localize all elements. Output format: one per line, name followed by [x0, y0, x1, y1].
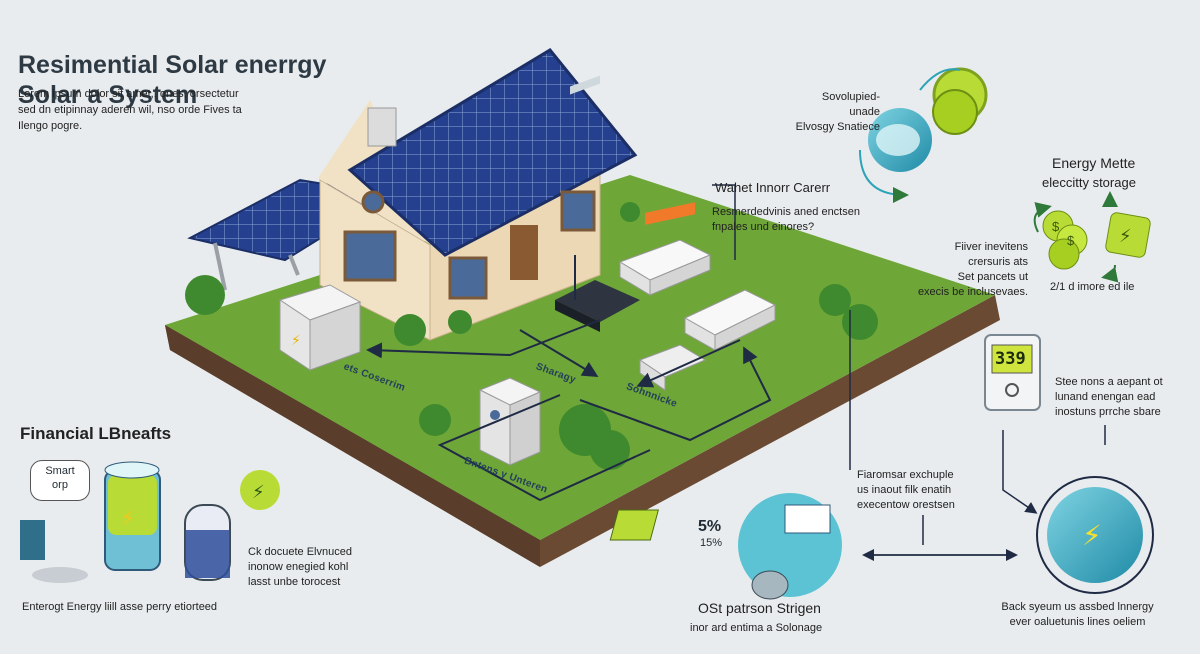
title-line-2: Solar a System: [18, 81, 198, 109]
smart-meter-device: [984, 334, 1041, 411]
financial-footer: Enterogt Energy liill asse perry etiorte…: [22, 601, 218, 613]
flow-note-desc: Fiaromsar exchuple us inaout filk enatih…: [857, 469, 955, 511]
energy-meter-desc: Fiiver inevitens crersuris ats Set pance…: [917, 241, 1028, 298]
storage-icons: [859, 67, 988, 203]
svg-text:$: $: [1052, 219, 1060, 234]
svg-text:$: $: [1067, 233, 1075, 248]
storage-panel-text: Sovolupied- unade Elvosgy Snatiece: [795, 91, 880, 133]
cost-pct-1: 5%: [698, 518, 722, 535]
cost-section-title: OSt patrson Strigen: [698, 600, 821, 616]
financial-benefits-title: Financial LBneafts: [20, 424, 172, 443]
title-line-1: Resimential Solar enerrgy: [18, 51, 327, 79]
svg-text:⚡: ⚡: [252, 482, 265, 502]
home-battery: [478, 377, 542, 466]
house: [318, 48, 638, 341]
coin-icons: $ $ ⚡: [1033, 191, 1151, 283]
svg-text:⚡: ⚡: [121, 508, 135, 530]
cost-section-subtitle: inor ard entima a Solonage: [690, 622, 823, 634]
svg-text:⚡: ⚡: [1119, 226, 1132, 246]
financial-desc: Ck docuete Elvnuced inonow enegied kohl …: [248, 546, 352, 588]
savings-icon: [609, 493, 842, 600]
meter-reading: 339: [995, 349, 1026, 369]
center-note-title: Wahet Innorr Carerr: [715, 180, 831, 195]
smart-bubble: Smart orp: [30, 460, 90, 501]
energy-flow-arrows: [366, 255, 772, 502]
connector-lines: [712, 184, 1106, 561]
network-device: [618, 239, 712, 296]
intro-text: Lorem ipsum dolor sit amet,. ones, orsec…: [18, 88, 242, 132]
svg-text:⚡: ⚡: [1082, 520, 1102, 551]
meter-device-desc: Stee nons a aepant ot lunand enengan ead…: [1055, 376, 1163, 418]
meter-box-center: [683, 289, 777, 351]
energy-meter-subtitle: eleccitty storage: [1042, 175, 1136, 190]
cost-pct-2: 15%: [700, 537, 723, 549]
energy-meter-note: 2/1 d imore ed ile: [1050, 281, 1135, 293]
page-title: Resimential Solar enerrgy Solar a System: [18, 20, 326, 140]
center-note-desc: Resmerdedvinis aned enctsen fnpales und …: [712, 206, 860, 233]
svg-text:⚡: ⚡: [291, 332, 301, 348]
grid-connection-icon: ⚡: [1036, 476, 1154, 594]
trees: [185, 202, 878, 470]
energy-meter-title: Energy Mette: [1052, 155, 1136, 171]
financial-illustrations: ⚡ ⚡: [20, 461, 280, 583]
inverter-box: ⚡: [278, 284, 362, 371]
grid-section-desc: Back syeum us assbed lnnergy ever oaluet…: [1001, 601, 1154, 628]
